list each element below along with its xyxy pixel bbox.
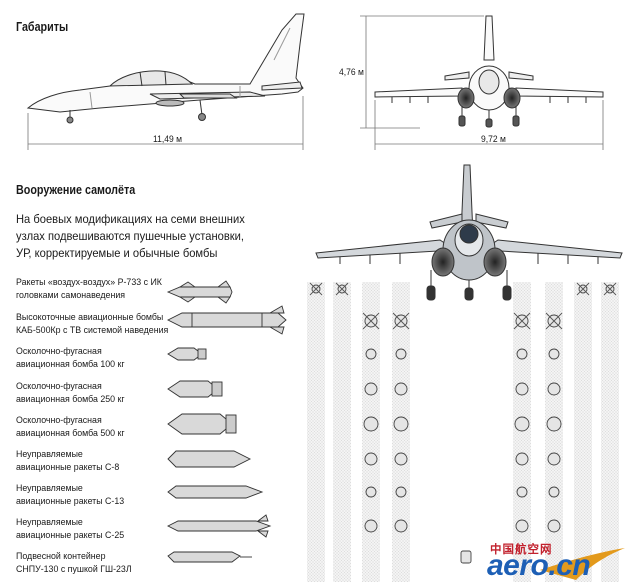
watermark-cn: 中国航空网 (490, 544, 553, 556)
ofab100-front-icon-1 (365, 348, 377, 360)
ofab250-front-icon-2 (394, 382, 408, 396)
ofab100-front-icon-3 (516, 348, 528, 360)
r73-front-icon-2 (335, 282, 349, 296)
s25-front-icon-2 (394, 519, 408, 533)
ofab100-front-icon-2 (395, 348, 407, 360)
weapon-label-ofab500: Осколочно-фугасная авиационная бомба 500… (16, 415, 125, 439)
weapon-label-snpu130: Подвесной контейнер СНПУ-130 с пушкой ГШ… (16, 551, 132, 575)
weapon-label-r73: Ракеты «воздух-воздух» Р-733 с ИК головк… (16, 277, 162, 301)
kab500-front-icon-1 (362, 312, 380, 330)
weapon-label-kab500: Высокоточные авиационные бомбы КАБ-500Кр… (16, 312, 169, 336)
pylon-columns (307, 282, 619, 582)
weapon-label-s13: Неуправляемые авиационные ракеты С-13 (16, 483, 125, 507)
s8-front-icon-4 (547, 452, 561, 466)
snpu130-front-icon (460, 550, 472, 564)
store-icons (309, 282, 617, 564)
span-value: 9,72 м (481, 134, 506, 144)
s25-front-icon-1 (364, 519, 378, 533)
armament-intro: На боевых модификациях на семи внешних у… (16, 212, 245, 260)
r73-front-icon-1 (309, 282, 323, 296)
aircraft-front-3d (315, 164, 623, 301)
s25-front-icon-3 (515, 519, 529, 533)
bomb-ofab500-profile (167, 413, 237, 435)
aircraft-front-view (374, 15, 604, 128)
rocket-pod-s13-profile (167, 485, 264, 499)
length-value: 11,49 м (153, 134, 183, 144)
s13-front-icon-1 (365, 486, 377, 498)
ofab500-front-icon-1 (363, 416, 379, 432)
s8-front-icon-3 (515, 452, 529, 466)
ofab500-front-icon-2 (393, 416, 409, 432)
height-dimension-line (360, 15, 484, 129)
span-dimension-line (374, 100, 604, 150)
s8-front-icon-2 (394, 452, 408, 466)
weapon-label-ofab100: Осколочно-фугасная авиационная бомба 100… (16, 346, 125, 370)
s13-front-icon-4 (548, 486, 560, 498)
kab500-front-icon-4 (545, 312, 563, 330)
s13-front-icon-3 (516, 486, 528, 498)
watermark-domain: aero.cn (487, 549, 591, 582)
weapon-label-s8: Неуправляемые авиационные ракеты С-8 (16, 449, 120, 473)
ofab500-front-icon-4 (546, 416, 562, 432)
rocket-pod-s8-profile (167, 450, 252, 468)
height-value: 4,76 м (339, 67, 364, 77)
ofab500-front-icon-3 (514, 416, 530, 432)
bomb-ofab100-profile (167, 347, 207, 361)
length-dimension-line (27, 96, 304, 150)
kab500-front-icon-2 (392, 312, 410, 330)
weapon-label-ofab250: Осколочно-фугасная авиационная бомба 250… (16, 381, 125, 405)
missile-r73-profile (166, 280, 233, 304)
r73-front-icon-4 (603, 282, 617, 296)
dimensions-title: Габариты (16, 20, 69, 34)
ofab250-front-icon-3 (515, 382, 529, 396)
ofab250-front-icon-4 (547, 382, 561, 396)
s8-front-icon-1 (364, 452, 378, 466)
armament-title: Вооружение самолёта (16, 183, 136, 197)
bomb-ofab250-profile (167, 380, 223, 398)
ofab100-front-icon-4 (548, 348, 560, 360)
gun-pod-snpu130-profile (167, 551, 252, 563)
s13-front-icon-2 (395, 486, 407, 498)
weapon-label-s25: Неуправляемые авиационные ракеты С-25 (16, 517, 125, 541)
ofab250-front-icon-1 (364, 382, 378, 396)
s25-front-icon-4 (547, 519, 561, 533)
aircraft-side-view (26, 13, 305, 124)
r73-front-icon-3 (576, 282, 590, 296)
watermark-swoosh-icon (540, 548, 625, 580)
kab500-front-icon-3 (513, 312, 531, 330)
rocket-s25-profile (166, 514, 272, 538)
weapon-profiles (166, 280, 287, 563)
bomb-kab500-profile (166, 305, 287, 335)
